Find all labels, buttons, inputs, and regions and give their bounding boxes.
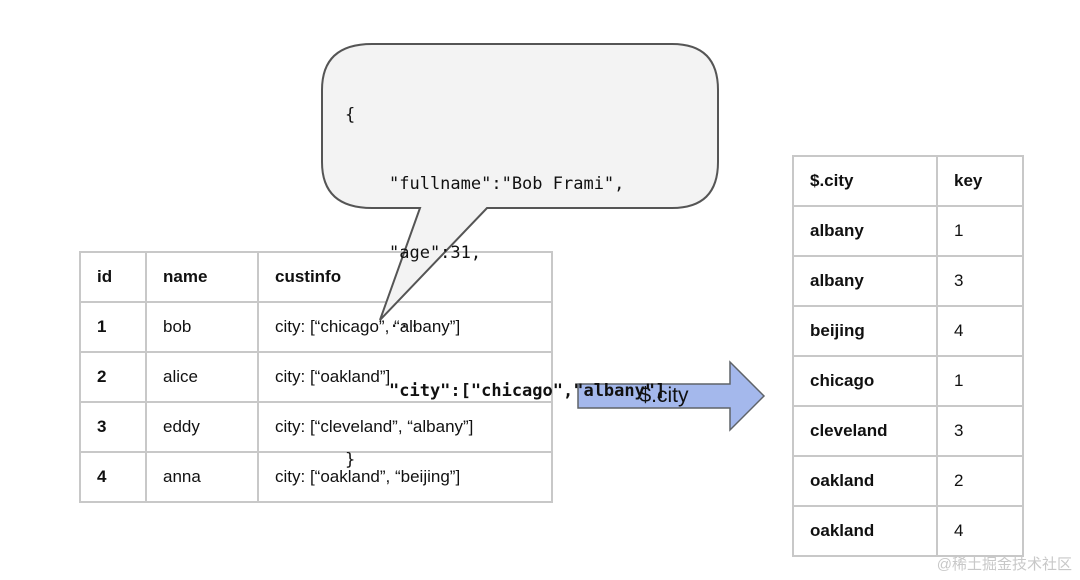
arrow-shape <box>577 360 766 432</box>
cell-city: albany <box>792 255 938 307</box>
cell-city: cleveland <box>792 405 938 457</box>
table-row: beijing 4 <box>792 305 1024 357</box>
cell-city: beijing <box>792 305 938 357</box>
json-line-age: "age":31, <box>389 243 482 263</box>
arrow-label: $.city <box>639 384 689 407</box>
header-city: $.city <box>792 155 938 207</box>
json-line-open: { <box>345 105 356 125</box>
header-id: id <box>79 251 147 303</box>
header-name: name <box>145 251 259 303</box>
cell-name: anna <box>145 451 259 503</box>
cell-id: 4 <box>79 451 147 503</box>
cell-key: 1 <box>936 355 1024 407</box>
table-row: 2 alice city: [“oakland”] <box>79 351 553 403</box>
watermark: @稀土掘金技术社区 <box>936 556 1072 573</box>
cell-key: 2 <box>936 455 1024 507</box>
cell-id: 3 <box>79 401 147 453</box>
table-row: cleveland 3 <box>792 405 1024 457</box>
cell-city: oakland <box>792 505 938 557</box>
table-row: albany 1 <box>792 205 1024 257</box>
result-table-header-row: $.city key <box>792 155 1024 207</box>
cell-key: 4 <box>936 305 1024 357</box>
cell-key: 3 <box>936 255 1024 307</box>
arrow-right-icon <box>577 360 766 432</box>
result-table: $.city key albany 1 albany 3 beijing 4 c… <box>792 155 1024 557</box>
table-row: 4 anna city: [“oakland”, “beijing”] <box>79 451 553 503</box>
cell-key: 1 <box>936 205 1024 257</box>
cell-name: alice <box>145 351 259 403</box>
cell-custinfo: city: [“oakland”, “beijing”] <box>257 451 553 503</box>
cell-city: chicago <box>792 355 938 407</box>
cell-city: oakland <box>792 455 938 507</box>
table-row: 3 eddy city: [“cleveland”, “albany”] <box>79 401 553 453</box>
json-line-close: } <box>345 450 356 470</box>
cell-name: bob <box>145 301 259 353</box>
cell-custinfo: city: [“oakland”] <box>257 351 553 403</box>
cell-id: 1 <box>79 301 147 353</box>
cell-custinfo: city: [“cleveland”, “albany”] <box>257 401 553 453</box>
json-line-city: "city":["chicago","albany"] <box>389 381 666 401</box>
json-snippet: { "fullname":"Bob Frami", "age":31, ... … <box>345 58 665 495</box>
cell-key: 3 <box>936 405 1024 457</box>
json-line-ellipsis: ... <box>389 312 420 332</box>
cell-id: 2 <box>79 351 147 403</box>
table-row: oakland 2 <box>792 455 1024 507</box>
table-row: oakland 4 <box>792 505 1024 557</box>
cell-city: albany <box>792 205 938 257</box>
table-row: albany 3 <box>792 255 1024 307</box>
header-key: key <box>936 155 1024 207</box>
json-line-fullname: "fullname":"Bob Frami", <box>389 174 625 194</box>
table-row: chicago 1 <box>792 355 1024 407</box>
cell-name: eddy <box>145 401 259 453</box>
cell-key: 4 <box>936 505 1024 557</box>
